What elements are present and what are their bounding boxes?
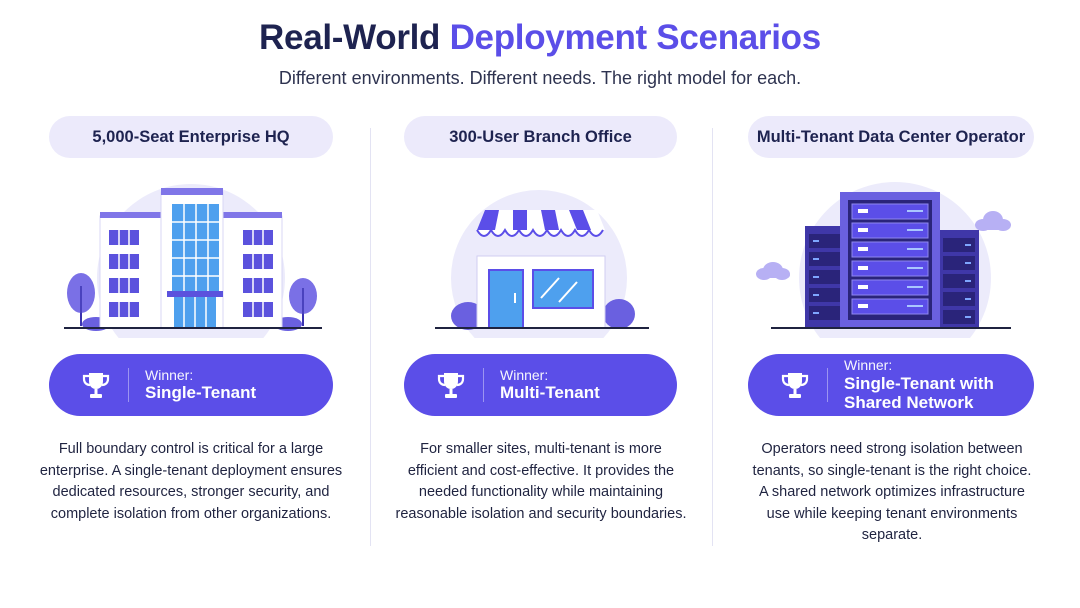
winner-value: Multi-Tenant [500, 383, 600, 403]
trophy-icon [82, 373, 110, 398]
page-title: Real-World Deployment Scenarios [0, 18, 1080, 58]
scenario-description: Operators need strong isolation between … [752, 441, 1032, 544]
server-rack-icon [756, 182, 1011, 338]
trophy-icon [781, 373, 809, 398]
winner-label: Winner: [500, 367, 549, 384]
scenario-card-datacenter: Multi-Tenant Data Center Operator [731, 0, 1051, 608]
scenario-title-pill: 300-User Branch Office [404, 116, 677, 158]
winner-badge: Winner: Single-Tenant [49, 354, 333, 416]
winner-value: Single-Tenant [145, 383, 257, 403]
scenario-title-pill: 5,000-Seat Enterprise HQ [49, 116, 333, 158]
scenario-description: Full boundary control is critical for a … [39, 441, 343, 522]
winner-badge: Winner: Multi-Tenant [404, 354, 677, 416]
scenario-description: For smaller sites, multi-tenant is more … [395, 441, 687, 522]
winner-label: Winner: [145, 367, 194, 384]
winner-badge: Winner: Single-Tenant with Shared Networ… [748, 354, 1034, 416]
page-subtitle: Different environments. Different needs.… [278, 68, 802, 88]
winner-label: Winner: [844, 357, 893, 374]
winner-separator [128, 368, 129, 402]
winner-separator [483, 368, 484, 402]
scenario-card-enterprise: 5,000-Seat Enterprise HQ [30, 0, 350, 608]
office-building-icon [64, 184, 322, 338]
column-divider [712, 128, 713, 546]
title-part-1: Real-World [259, 18, 441, 57]
storefront-icon [435, 190, 649, 338]
trophy-icon [437, 373, 465, 398]
winner-separator [827, 368, 828, 402]
title-part-2: Deployment Scenarios [449, 18, 822, 57]
scenario-card-branch: 300-User Branch Office [381, 0, 701, 608]
winner-value: Single-Tenant with Shared Network [844, 373, 994, 413]
scenario-title-pill: Multi-Tenant Data Center Operator [748, 116, 1034, 158]
column-divider [370, 128, 371, 546]
